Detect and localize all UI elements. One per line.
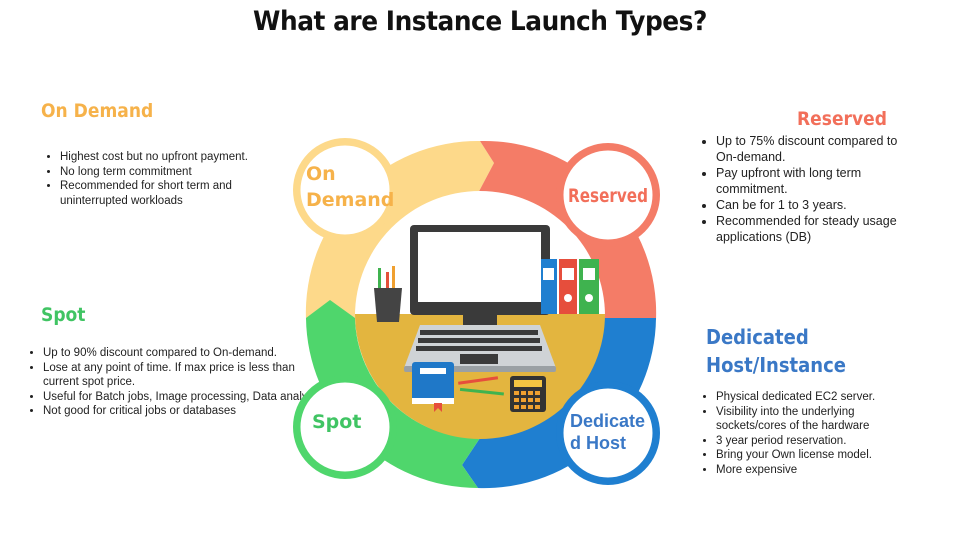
pen-holder-icon bbox=[374, 266, 402, 322]
reserved-circle-label: Reserved bbox=[568, 185, 648, 207]
dedicated-bullets: Physical dedicated EC2 server. Visibilit… bbox=[698, 390, 896, 477]
list-item: Can be for 1 to 3 years. bbox=[716, 197, 916, 213]
list-item: Bring your Own license model. bbox=[716, 448, 896, 463]
dedicated-badge: Dedicate d Host bbox=[556, 381, 660, 485]
dedicated-heading-line1: Dedicated bbox=[706, 325, 809, 349]
list-item: Not good for critical jobs or databases bbox=[43, 404, 333, 419]
on-demand-heading: On Demand bbox=[41, 100, 154, 122]
list-item: Recommended for steady usage application… bbox=[716, 213, 916, 245]
reserved-bullets: Up to 75% discount compared to On-demand… bbox=[698, 133, 916, 245]
pens-icon bbox=[458, 376, 504, 396]
on-demand-circle-label-line2: Demand bbox=[306, 189, 394, 211]
list-item: No long term commitment bbox=[60, 165, 270, 180]
on-demand-ring-segment bbox=[305, 140, 494, 320]
dedicated-circle-label-line2: d Host bbox=[570, 433, 626, 453]
list-item: Lose at any point of time. If max price … bbox=[43, 361, 333, 390]
dedicated-circle-label-line1: Dedicate bbox=[570, 411, 645, 431]
list-item: Physical dedicated EC2 server. bbox=[716, 390, 896, 405]
computer-illustration bbox=[404, 225, 556, 372]
spot-bullets: Up to 90% discount compared to On-demand… bbox=[25, 346, 333, 419]
list-item: Useful for Batch jobs, Image processing,… bbox=[43, 390, 333, 405]
list-item: Up to 90% discount compared to On-demand… bbox=[43, 346, 333, 361]
dedicated-ring-segment bbox=[462, 318, 656, 489]
book-icon bbox=[412, 362, 454, 412]
list-item: Visibility into the underlying sockets/c… bbox=[716, 405, 896, 434]
list-item: Up to 75% discount compared to On-demand… bbox=[716, 133, 916, 165]
page-title: What are Instance Launch Types? bbox=[253, 6, 707, 37]
spot-circle-label: Spot bbox=[312, 411, 361, 433]
reserved-heading: Reserved bbox=[797, 108, 887, 130]
list-item: Recommended for short term and uninterru… bbox=[60, 179, 270, 208]
list-item: More expensive bbox=[716, 463, 896, 478]
spot-heading: Spot bbox=[41, 304, 86, 326]
binders-icon bbox=[541, 259, 599, 314]
list-item: 3 year period reservation. bbox=[716, 434, 896, 449]
spot-ring-segment bbox=[306, 300, 480, 488]
calculator-icon bbox=[510, 376, 546, 412]
reserved-ring-segment bbox=[476, 140, 657, 322]
on-demand-badge: On Demand bbox=[293, 138, 397, 242]
spot-badge: Spot bbox=[293, 375, 397, 479]
list-item: Highest cost but no upfront payment. bbox=[60, 150, 270, 165]
dedicated-heading-line2: Host/Instance bbox=[706, 353, 846, 377]
on-demand-bullets: Highest cost but no upfront payment. No … bbox=[42, 150, 270, 208]
on-demand-circle-label-line1: On bbox=[306, 163, 336, 185]
reserved-badge: Reserved bbox=[556, 143, 660, 247]
list-item: Pay upfront with long term commitment. bbox=[716, 165, 916, 197]
dedicated-heading: Dedicated Host/Instance bbox=[706, 323, 846, 379]
